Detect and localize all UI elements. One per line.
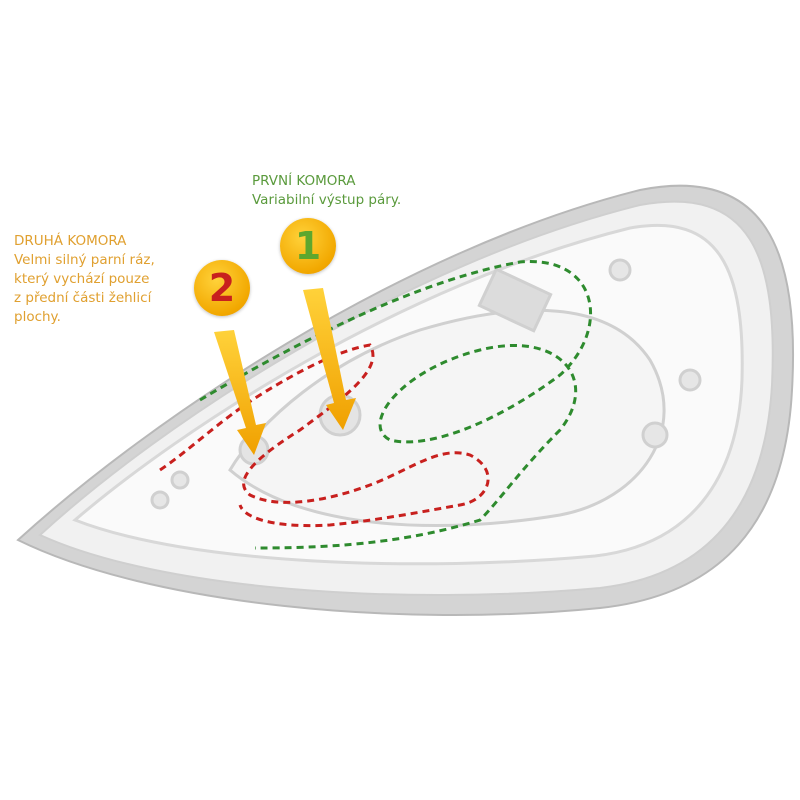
first-chamber-description: Variabilní výstup páry. [252, 192, 402, 208]
arrow-2 [214, 330, 266, 455]
chamber-1-marker: 1 [280, 218, 336, 274]
second-chamber-line: plochy. [14, 309, 61, 325]
second-chamber-label: DRUHÁ KOMORA Velmi silný parní ráz, kter… [14, 232, 155, 327]
arrow-1 [303, 288, 356, 430]
first-chamber-steam-path [199, 260, 593, 550]
second-chamber-steam-path [159, 343, 490, 528]
second-chamber-title: DRUHÁ KOMORA [14, 233, 127, 249]
first-chamber-title: PRVNÍ KOMORA [252, 173, 356, 189]
second-chamber-line: z přední části žehlicí [14, 290, 152, 306]
second-chamber-line: Velmi silný parní ráz, [14, 252, 155, 268]
chamber-2-marker: 2 [194, 260, 250, 316]
first-chamber-label: PRVNÍ KOMORA Variabilní výstup páry. [252, 172, 401, 210]
second-chamber-line: který vychází pouze [14, 271, 150, 287]
